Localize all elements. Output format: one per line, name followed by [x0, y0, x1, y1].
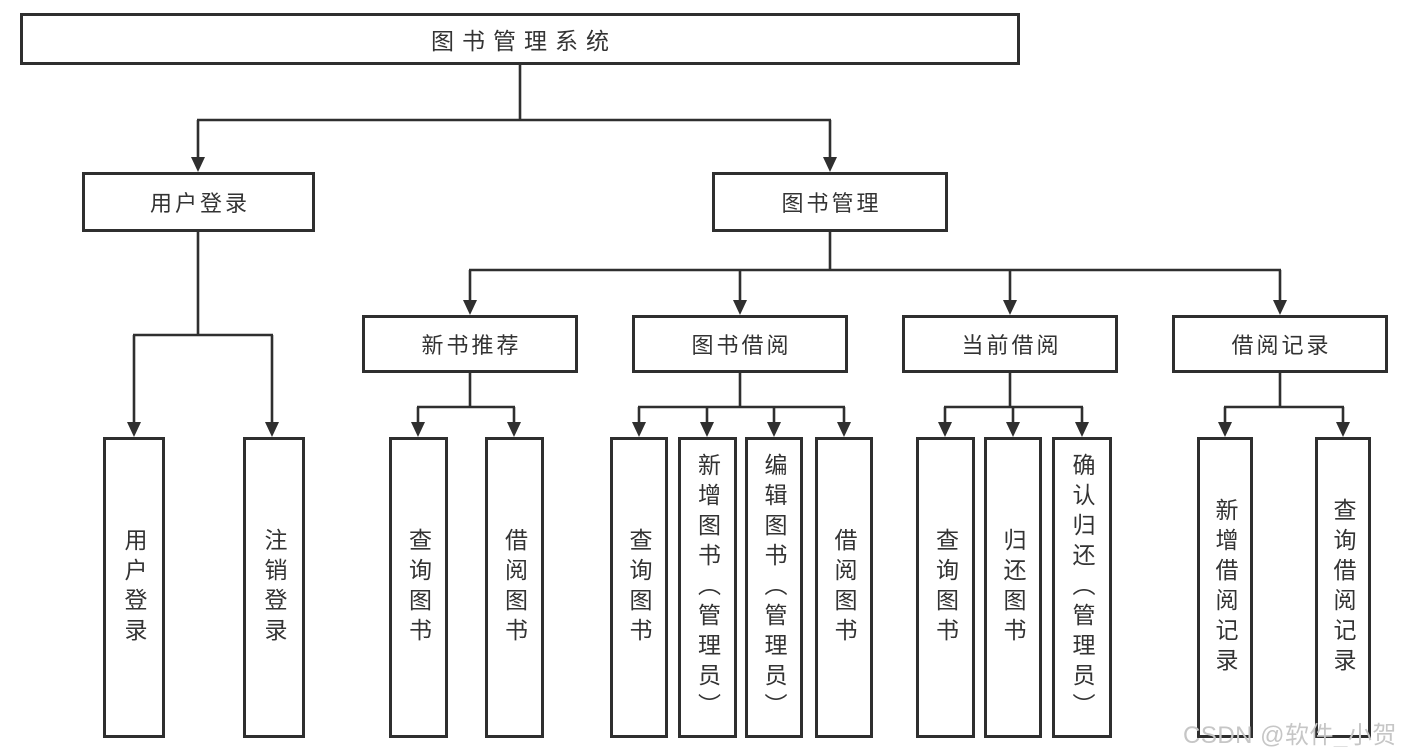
leaf-recommend-borrow-book: 借阅图书	[485, 437, 544, 738]
leaf-current-query-book: 查询图书	[916, 437, 975, 738]
leaf-records-query-record: 查询借阅记录	[1315, 437, 1371, 738]
leaf-logout: 注销登录	[243, 437, 305, 738]
node-book-management: 图书管理	[712, 172, 948, 232]
leaf-borrow-query-book: 查询图书	[610, 437, 668, 738]
node-borrow-records: 借阅记录	[1172, 315, 1388, 373]
leaf-borrow-add-book-admin: 新增图书（管理员）	[678, 437, 737, 738]
leaf-user-login: 用户登录	[103, 437, 165, 738]
node-new-book-recommend: 新书推荐	[362, 315, 578, 373]
node-book-borrow: 图书借阅	[632, 315, 848, 373]
node-current-borrow: 当前借阅	[902, 315, 1118, 373]
leaf-current-return-book: 归还图书	[984, 437, 1042, 738]
node-root: 图书管理系统	[20, 13, 1020, 65]
leaf-current-confirm-return-admin: 确认归还（管理员）	[1052, 437, 1112, 738]
connector-book-borrow-children	[632, 373, 851, 437]
connector-root-to-level2	[191, 65, 837, 172]
leaf-recommend-query-book: 查询图书	[389, 437, 448, 738]
connector-user-login-children	[127, 232, 279, 437]
connector-book-mgmt-children	[463, 232, 1287, 315]
connector-borrow-records-children	[1218, 373, 1350, 437]
connector-new-book-children	[411, 373, 521, 437]
connector-current-borrow-children	[938, 373, 1089, 437]
leaf-borrow-borrow-book: 借阅图书	[815, 437, 873, 738]
leaf-records-add-record: 新增借阅记录	[1197, 437, 1253, 738]
node-user-login: 用户登录	[82, 172, 315, 232]
leaf-borrow-edit-book-admin: 编辑图书（管理员）	[745, 437, 803, 738]
watermark: CSDN @软件_小贺同学	[1183, 722, 1397, 747]
